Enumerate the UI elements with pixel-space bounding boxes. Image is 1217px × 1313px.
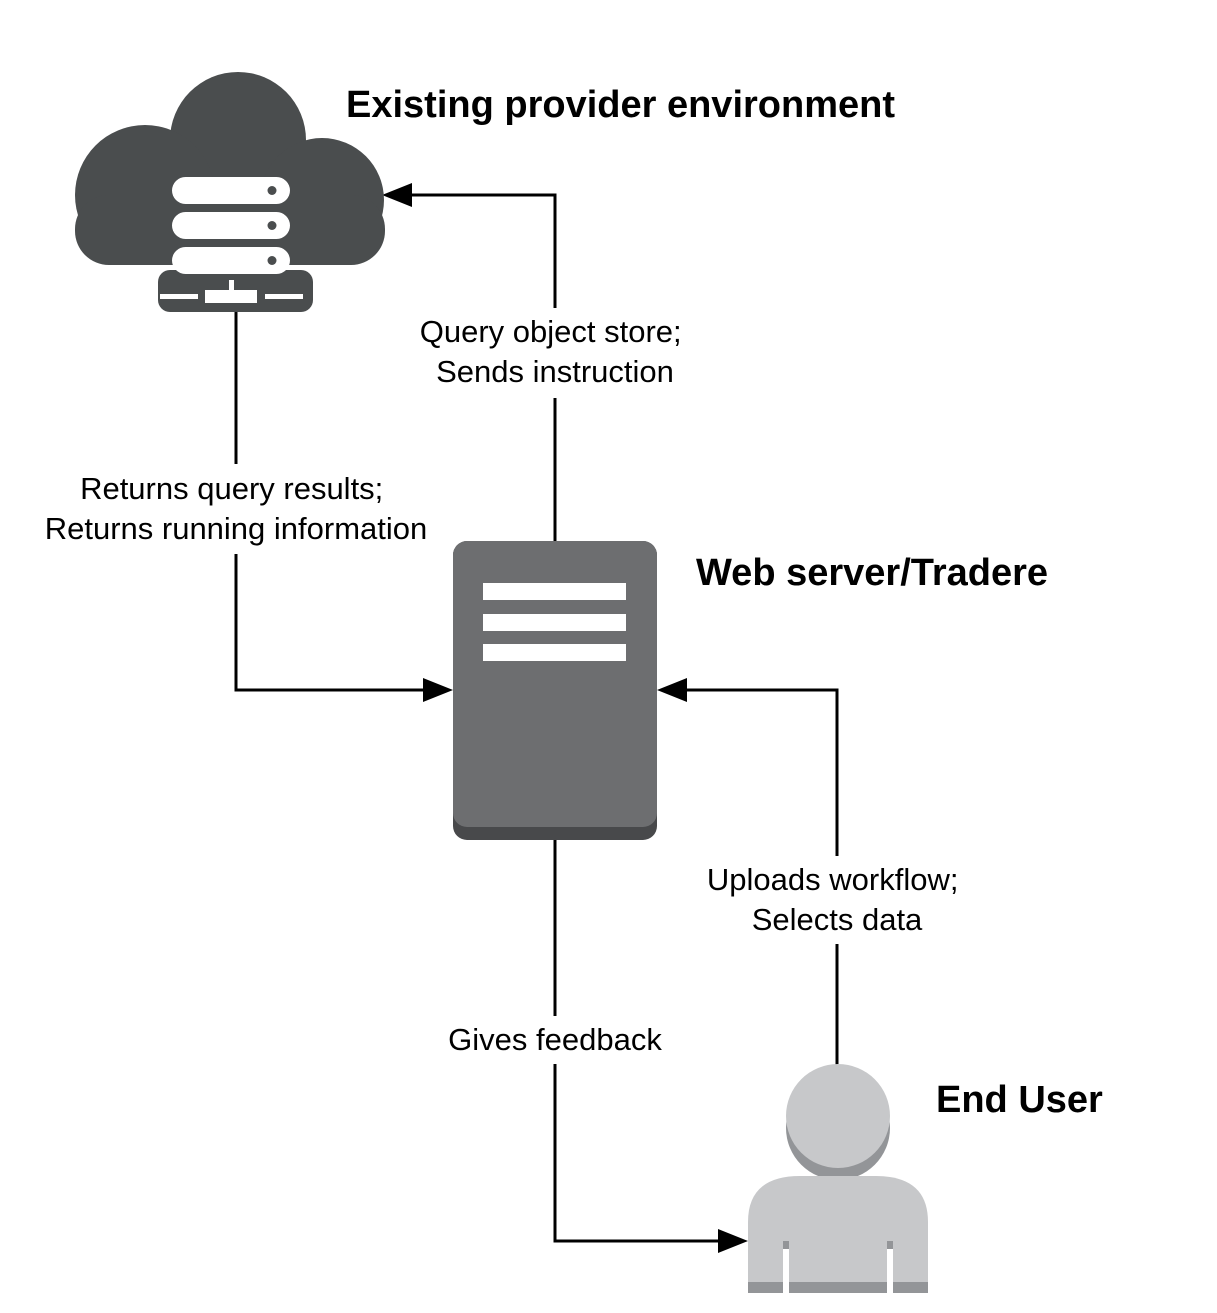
user-person-icon — [748, 1064, 928, 1293]
edge-label-query-line1: Query object store; — [420, 314, 682, 349]
edge-label-query: Query object store; Sends instruction — [420, 314, 691, 389]
edge-label-returns: Returns query results; Returns running i… — [45, 471, 428, 546]
edge-label-feedback: Gives feedback — [448, 1022, 662, 1057]
edge-label-returns-line1: Returns query results; — [80, 471, 383, 506]
edge-provider-to-server-line — [234, 312, 425, 692]
edge-label-bg — [692, 856, 982, 944]
edge-label-returns-line2: Returns running information — [45, 511, 428, 546]
edge-server-to-provider-line — [410, 193, 557, 542]
edge-server-to-user-line — [553, 840, 720, 1243]
edge-label-bg — [432, 1016, 678, 1064]
arrow-head-server-icon — [423, 678, 453, 702]
edge-user-to-server: Uploads workflow; Selects data — [657, 678, 982, 1068]
arrow-head-server-icon — [657, 678, 687, 702]
edge-label-feedback-line1: Gives feedback — [448, 1022, 662, 1057]
edge-server-to-provider: Query object store; Sends instruction — [382, 183, 705, 542]
provider-title: Existing provider environment — [346, 84, 895, 126]
edge-provider-to-server: Returns query results; Returns running i… — [22, 312, 453, 702]
edge-label-bg — [405, 308, 705, 398]
server-tower-icon — [453, 541, 657, 840]
server-title: Web server/Tradere — [696, 552, 1048, 594]
edge-label-uploads-line1: Uploads workflow; — [707, 862, 959, 897]
edge-label-uploads: Uploads workflow; Selects data — [707, 862, 967, 937]
edge-label-uploads-line2: Selects data — [752, 902, 923, 937]
user-title: End User — [936, 1079, 1103, 1121]
edge-server-to-user: Gives feedback — [432, 840, 748, 1253]
cloud-server-icon — [75, 72, 385, 312]
arrow-head-provider-icon — [382, 183, 412, 207]
edge-label-query-line2: Sends instruction — [436, 354, 674, 389]
edge-label-bg — [22, 464, 452, 554]
arrow-head-user-icon — [718, 1229, 748, 1253]
